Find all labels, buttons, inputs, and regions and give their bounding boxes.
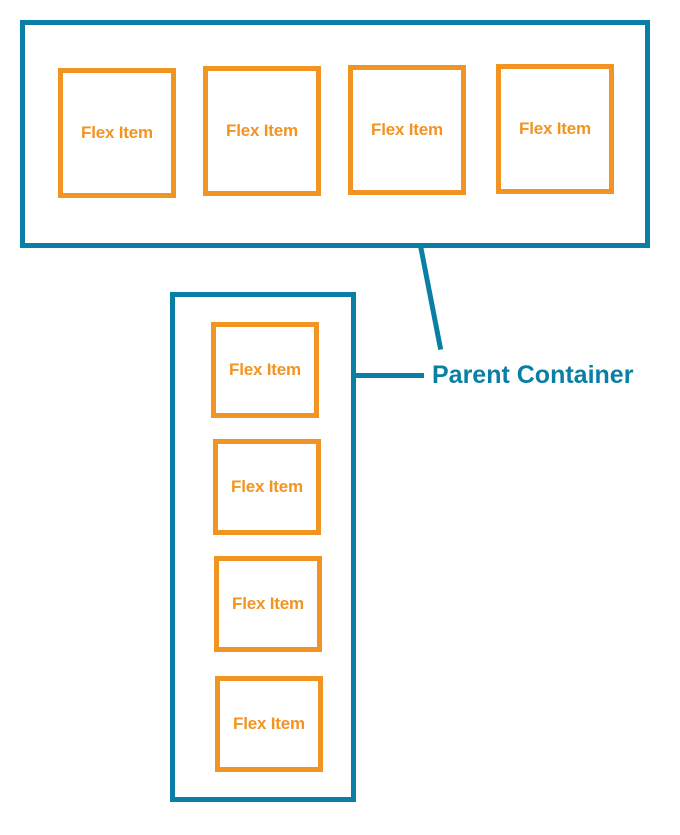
connector-line-to-column-container bbox=[354, 373, 424, 378]
parent-container-column bbox=[170, 292, 356, 802]
flex-item-col-3: Flex Item bbox=[214, 556, 322, 652]
flex-item-col-2: Flex Item bbox=[213, 439, 321, 535]
flex-item-col-4: Flex Item bbox=[215, 676, 323, 772]
flex-item-label: Flex Item bbox=[81, 123, 153, 142]
flex-item-row-3: Flex Item bbox=[348, 65, 466, 195]
flex-item-label: Flex Item bbox=[229, 360, 301, 379]
parent-container-row bbox=[20, 20, 650, 248]
flex-item-label: Flex Item bbox=[231, 477, 303, 496]
flex-item-row-4: Flex Item bbox=[496, 64, 614, 194]
flex-item-row-2: Flex Item bbox=[203, 66, 321, 196]
flex-item-label: Flex Item bbox=[232, 594, 304, 613]
flex-item-label: Flex Item bbox=[226, 121, 298, 140]
flex-item-row-1: Flex Item bbox=[58, 68, 176, 198]
flex-item-col-1: Flex Item bbox=[211, 322, 319, 418]
connector-line-to-row-container bbox=[418, 245, 444, 351]
flex-item-label: Flex Item bbox=[233, 714, 305, 733]
flex-item-label: Flex Item bbox=[371, 120, 443, 139]
parent-container-label: Parent Container bbox=[432, 361, 634, 389]
flex-item-label: Flex Item bbox=[519, 119, 591, 138]
